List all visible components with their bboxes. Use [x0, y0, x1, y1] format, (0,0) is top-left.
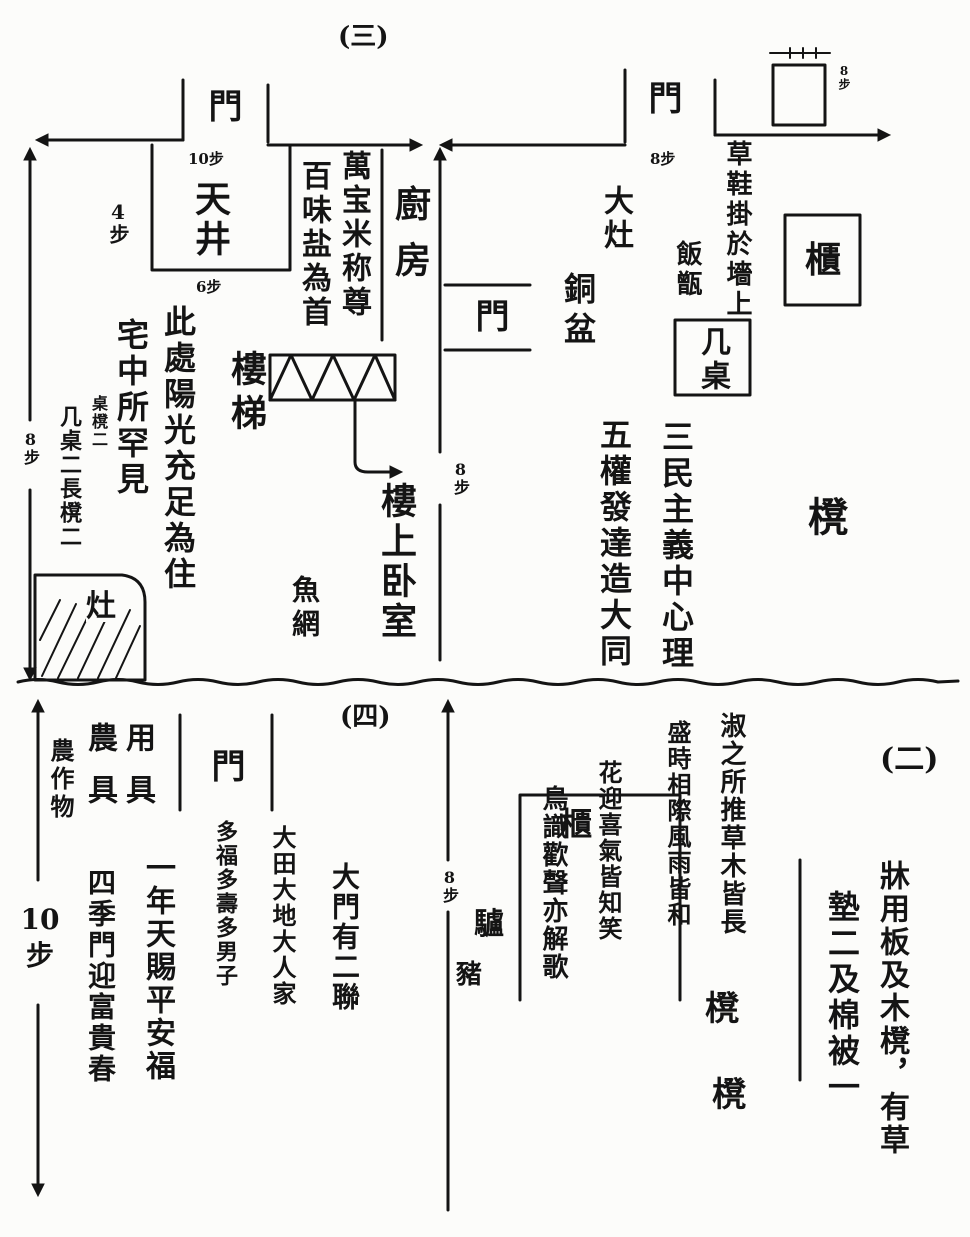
donkey-label: 驢: [474, 907, 504, 942]
arrowhead-right: [877, 128, 892, 142]
furniture-list: 几桌二長櫈二: [56, 405, 82, 549]
small-table-box: [673, 318, 752, 397]
hall-couplet-left: 五權發達造大同: [595, 418, 633, 670]
stove-hatch: [97, 609, 131, 679]
note-rare: 宅中所罕見: [112, 318, 150, 498]
room-couplet-b-left: 鳥識歡聲亦解歌: [538, 785, 568, 981]
stove-hatch: [41, 603, 77, 677]
big-stove-label: 大灶: [598, 185, 633, 253]
inner-door-label: 門: [469, 298, 509, 332]
section-four-title: (四): [340, 702, 391, 732]
gate-note: 大門有二聯: [328, 862, 361, 1012]
courtyard-bottom-label: 6步: [196, 278, 222, 296]
bench-label: 櫈: [712, 1075, 746, 1115]
dividing-wall-arrow-top: [441, 698, 455, 713]
fishing-net-label: 魚網: [288, 575, 321, 643]
gate-couplet-b-left: 四季門迎富貴春: [84, 868, 117, 1085]
courtyard-outline: [150, 143, 292, 272]
stove-hatch: [39, 599, 61, 641]
farm-tools-label: 農具: [82, 722, 117, 826]
arrowhead-left: [438, 138, 453, 152]
stove-outline: [33, 573, 147, 682]
bench-label: 櫈: [705, 989, 739, 1029]
bench-label: 櫈: [808, 494, 848, 541]
front-width-label: 8步: [650, 150, 676, 168]
gate-couplet-a-left: 多福多壽多男子: [212, 820, 238, 988]
crops-label: 農作物: [46, 738, 75, 822]
rice-steamer-label: 飯甑: [672, 240, 702, 300]
door-label: 門: [202, 88, 242, 122]
left-depth-label: 10步: [20, 903, 60, 973]
stair-truss-zigzag: [268, 353, 397, 402]
cabinet-enclosure: [518, 793, 682, 1002]
stove-label: 灶: [86, 589, 116, 624]
courtyard-depth-label: 4步: [106, 200, 130, 244]
hall-couplet-right: 三民主義中心理: [657, 420, 695, 672]
note-sunlight: 此處陽光充足為住: [159, 305, 197, 593]
cabinet-box: [783, 213, 862, 307]
inner-wall-arrow-top: [433, 146, 447, 161]
kitchen-couplet-right: 萬宝米称尊: [336, 150, 371, 320]
dimension-arrow-bottom: [23, 667, 37, 682]
room-couplet-a-right: 淑之所推草木皆長: [716, 712, 746, 936]
door-label: 門: [642, 80, 682, 114]
room-couplet-b-right: 花迎喜氣皆知笑: [594, 760, 623, 942]
left-depth-label: 8步: [21, 430, 40, 465]
small-shed-box: [771, 63, 827, 127]
cabinet-label: 櫃: [805, 239, 842, 281]
pig-label: 豬: [456, 960, 483, 990]
straw-sandals-label: 草鞋掛於墻上: [722, 140, 752, 320]
courtyard-width-label: 10步: [188, 150, 224, 168]
tools-label: 用具: [120, 722, 155, 826]
arrowhead-left: [34, 133, 49, 147]
section-three-title: (三): [338, 22, 389, 52]
shed-size-label: 8步: [837, 64, 851, 90]
kitchen-couplet-left: 百味盐為首: [296, 160, 331, 330]
kitchen-label: 廚房: [389, 185, 431, 297]
stove-hatch: [115, 625, 141, 679]
gate-couplet-b-right: 一年天賜平安福: [140, 852, 175, 1083]
gate-couplet-a-right: 大田大地大人家: [268, 825, 297, 1007]
room-couplet-a-left: 盛時相際風雨皆和: [663, 720, 692, 928]
copper-basin-label: 銅盆: [559, 272, 597, 352]
dimension-arrow-top: [31, 698, 45, 713]
cabinet-label: 櫃: [560, 805, 593, 843]
arrowhead-right: [409, 138, 424, 152]
stair-arrowhead: [389, 465, 404, 479]
bed-note-line-2: 墊二及棉被一: [823, 890, 861, 1106]
right-depth-label: 8步: [440, 868, 459, 903]
bed-note-line-1: 牀用板及木櫈，有草: [874, 860, 909, 1157]
dimension-arrow-top: [23, 146, 37, 161]
wavy-divider: [16, 678, 960, 686]
section-two-title: (二): [880, 742, 939, 777]
door-label: 門: [205, 748, 245, 782]
dimension-arrow-bottom: [31, 1183, 45, 1198]
stairs-label: 樓梯: [225, 350, 267, 438]
stair-arrow-path: [353, 398, 394, 474]
right-depth-label: 8步: [451, 460, 470, 495]
small-table-label: 几桌: [695, 326, 730, 394]
furniture-table-bench: 桌櫈二: [89, 395, 108, 449]
upstairs-bedroom-label: 樓上卧室: [375, 482, 417, 642]
courtyard-label: 天井: [189, 180, 231, 260]
